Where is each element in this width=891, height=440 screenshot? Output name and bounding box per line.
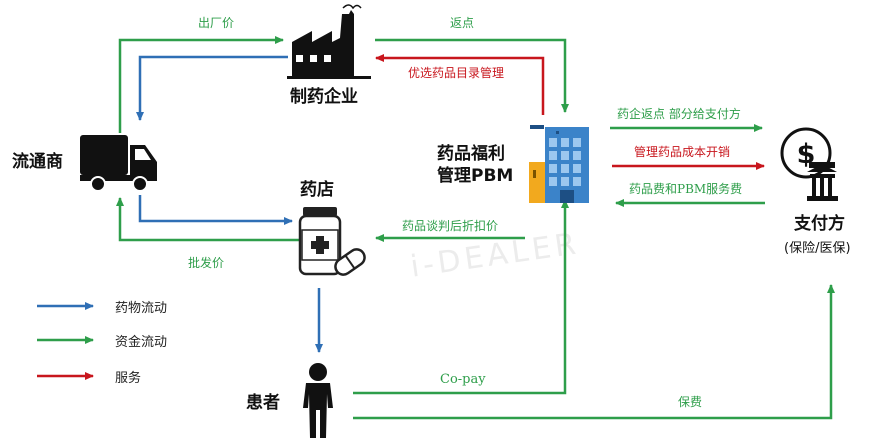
truck-icon bbox=[80, 135, 157, 192]
legend-drug-flow: 药物流动 bbox=[115, 301, 168, 316]
node-pharmacy: 药店 bbox=[300, 180, 334, 200]
label-ex-factory-price: 出厂价 bbox=[198, 16, 235, 30]
label-drug-pbm-fees: 药品费和PBM服务费 bbox=[629, 182, 743, 196]
label-formulary-management: 优选药品目录管理 bbox=[408, 66, 505, 80]
edge-wholesale-price bbox=[116, 197, 300, 242]
node-manufacturer: 制药企业 bbox=[290, 87, 358, 107]
label-copay: Co-pay bbox=[440, 372, 486, 387]
dollar-government-building-icon: $ bbox=[780, 127, 838, 201]
factory-icon bbox=[287, 4, 371, 79]
edge-formulary-management bbox=[375, 54, 545, 115]
label-cost-management: 管理药品成本开销 bbox=[634, 145, 731, 159]
node-payer-sub: (保险/医保) bbox=[784, 241, 851, 256]
edge-copay bbox=[353, 199, 569, 395]
edge-premium bbox=[353, 284, 835, 420]
label-premium: 保费 bbox=[678, 395, 703, 409]
node-distributor: 流通商 bbox=[12, 152, 63, 172]
label-rebate: 返点 bbox=[450, 16, 475, 30]
label-rebate-share: 药企返点 部分给支付方 bbox=[617, 107, 741, 121]
legend-lines bbox=[37, 302, 94, 380]
edge-drug-factory-to-distributor bbox=[136, 55, 288, 121]
node-patient: 患者 bbox=[246, 393, 280, 413]
legend-money-flow: 资金流动 bbox=[115, 335, 168, 350]
label-wholesale-price: 批发价 bbox=[188, 256, 225, 270]
edge-ex-factory-price bbox=[118, 36, 284, 133]
node-pbm-line1: 药品福利 bbox=[437, 144, 505, 164]
edge-rebate bbox=[375, 38, 569, 113]
node-payer: 支付方 bbox=[794, 214, 845, 234]
medicine-bottle-icon bbox=[298, 207, 366, 276]
legend-service: 服务 bbox=[115, 371, 142, 386]
edge-drug-distributor-to-pharmacy bbox=[138, 195, 293, 225]
label-negotiated-discount: 药品谈判后折扣价 bbox=[402, 219, 499, 233]
person-icon bbox=[303, 363, 333, 438]
node-pbm-line2: 管理PBM bbox=[437, 166, 514, 186]
office-building-icon bbox=[529, 125, 589, 203]
